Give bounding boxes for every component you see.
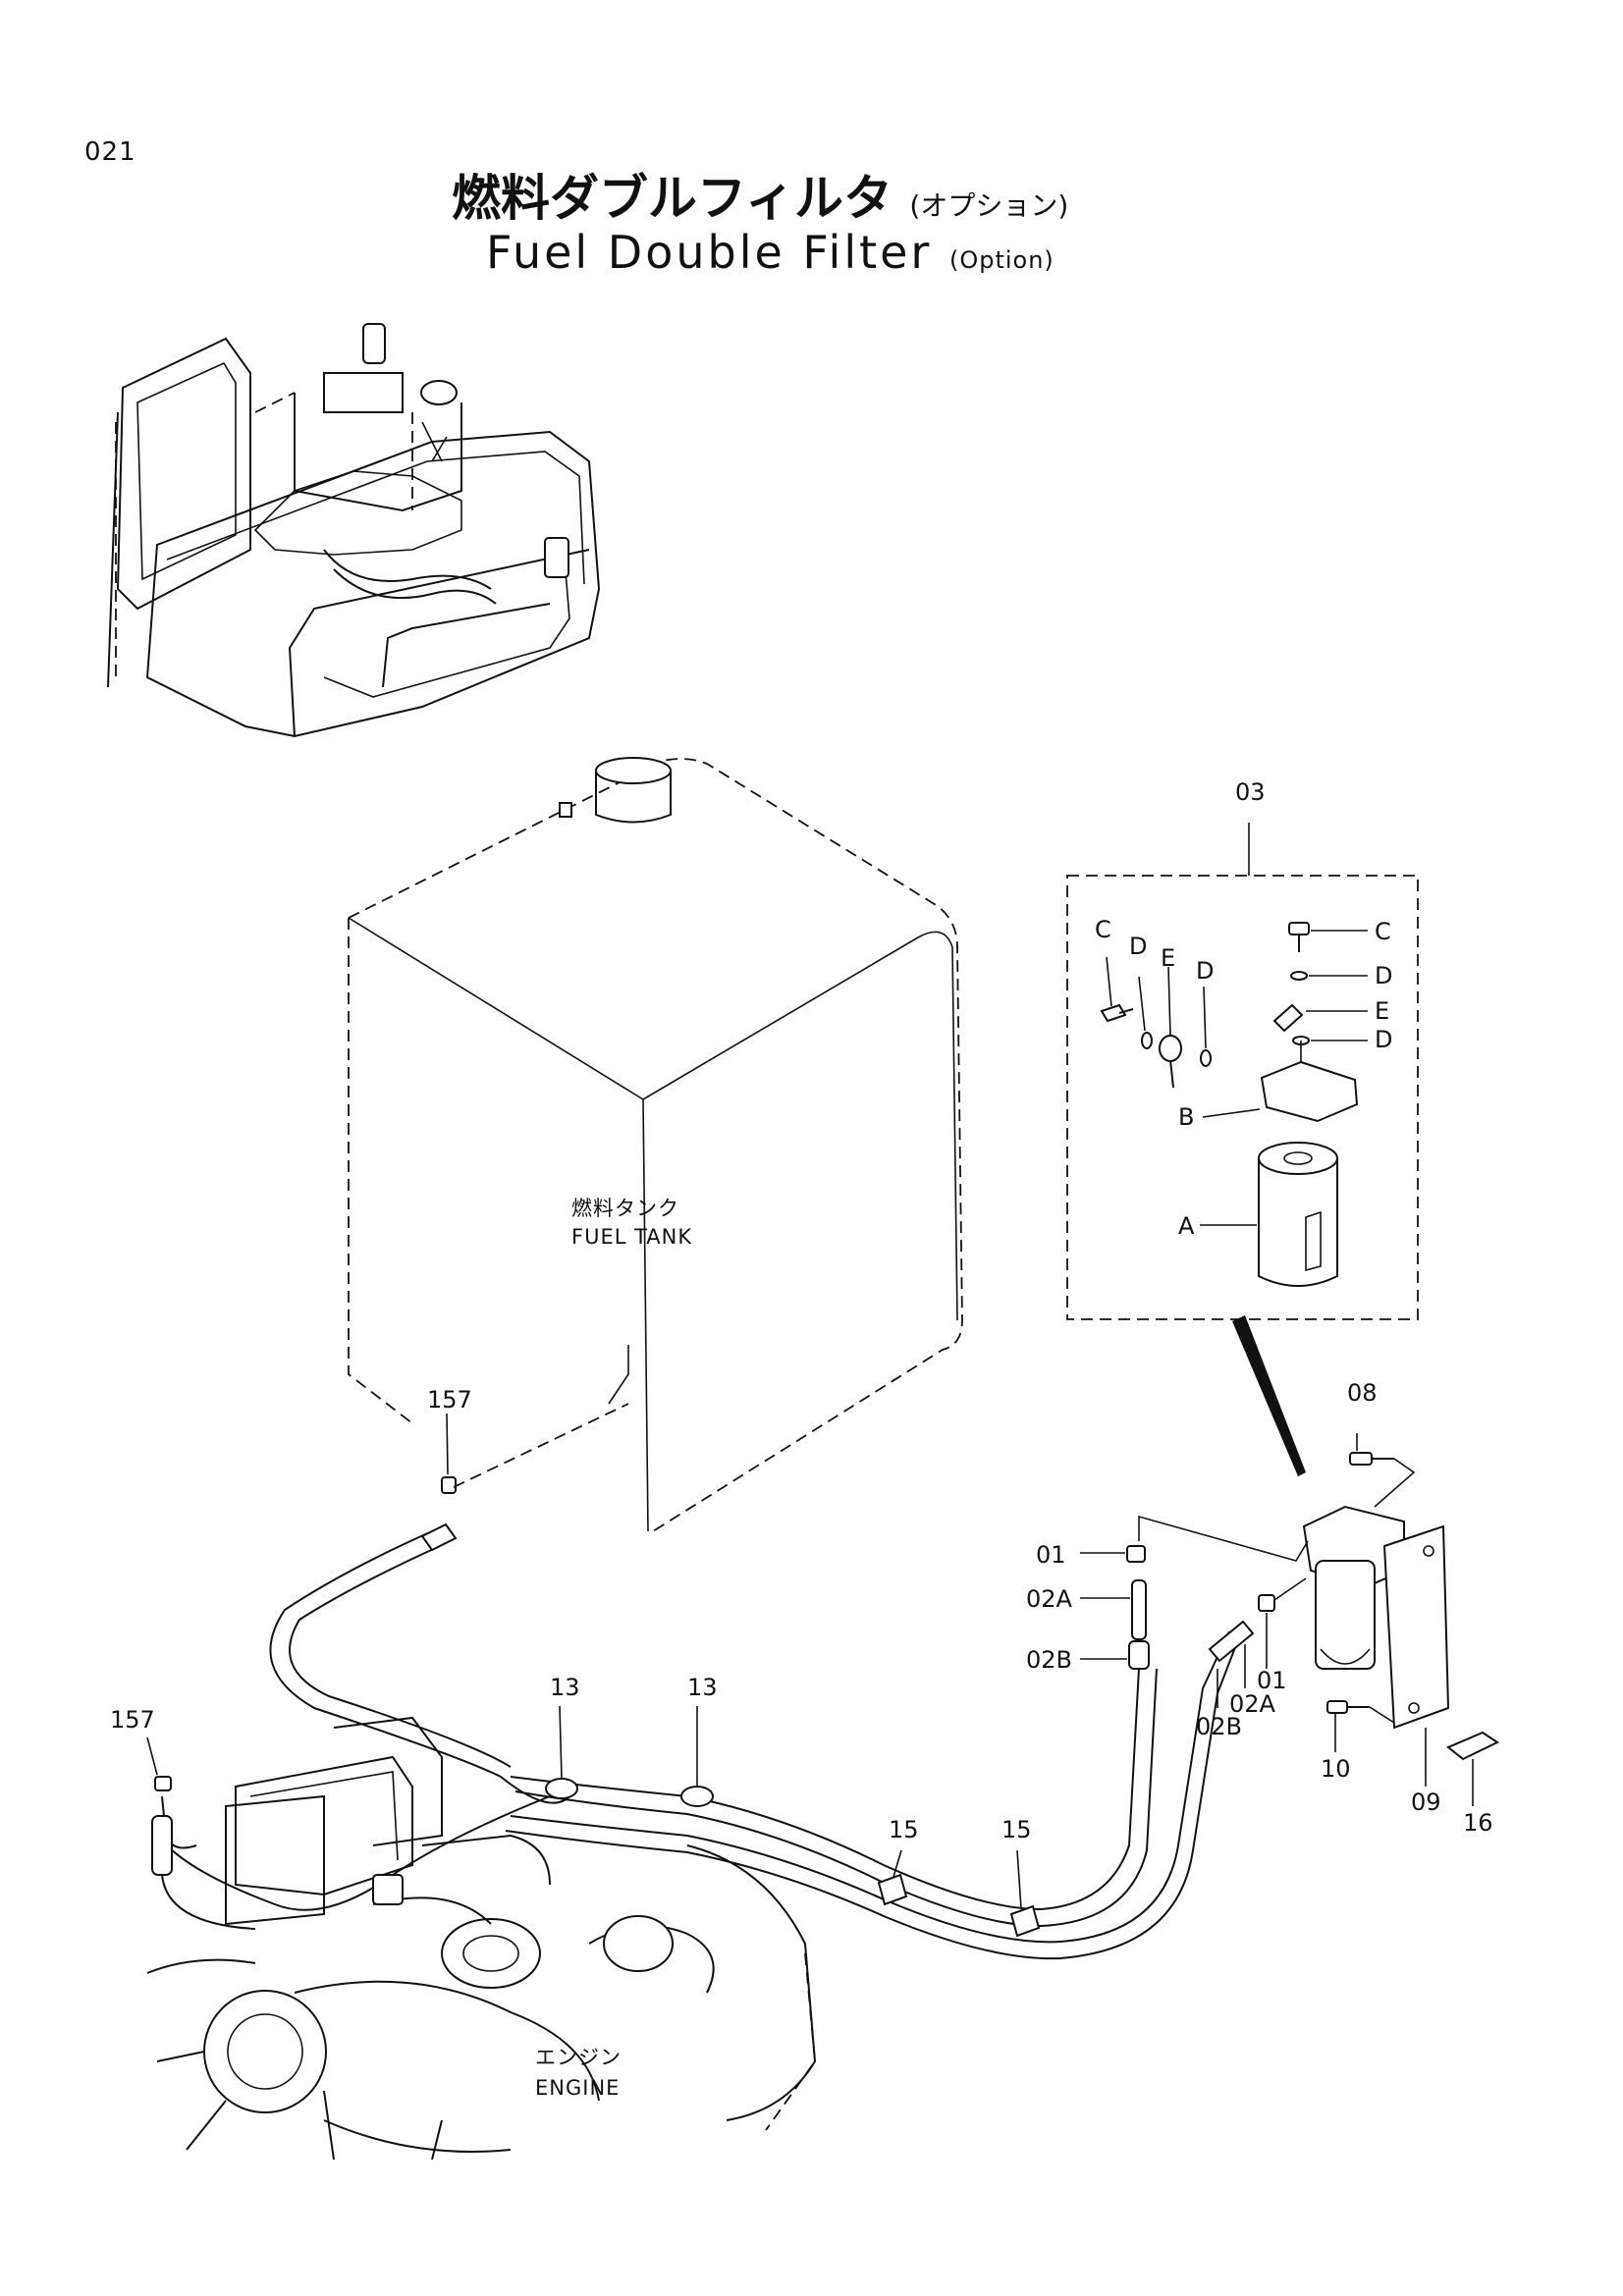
- callout-02b-left: 02B: [1026, 1646, 1073, 1674]
- callout-13-b: 13: [687, 1674, 718, 1701]
- title-english-option: (Option): [948, 246, 1055, 274]
- title-japanese: 燃料ダブルフィルタ (オプション): [452, 159, 1068, 230]
- fuel-tank-illustration: [348, 757, 963, 1532]
- callout-02a-right: 02A: [1229, 1690, 1275, 1718]
- title-japanese-main: 燃料ダブルフィルタ: [452, 170, 893, 227]
- engine-illustration: [146, 1716, 817, 2161]
- callout-a: A: [1178, 1212, 1195, 1240]
- callout-d-right-1: D: [1375, 962, 1393, 989]
- callout-e-right: E: [1375, 997, 1390, 1025]
- machine-overview-illustration: [107, 323, 601, 738]
- fuel-hoses: [166, 1403, 1309, 1960]
- callout-c-right: C: [1375, 918, 1391, 945]
- callout-b: B: [1178, 1103, 1195, 1131]
- title-english-main: Fuel Double Filter: [486, 226, 933, 279]
- callout-02a-left: 02A: [1026, 1585, 1072, 1613]
- callout-02b-right: 02B: [1196, 1713, 1243, 1740]
- callout-03: 03: [1235, 778, 1266, 806]
- engine-label-jp: エンジン: [535, 2046, 622, 2069]
- callout-157-left: 157: [110, 1706, 155, 1734]
- callout-157-top: 157: [427, 1386, 472, 1414]
- fuel-tank-label-en: FUEL TANK: [571, 1225, 693, 1249]
- callout-01-right: 01: [1257, 1667, 1287, 1694]
- callout-d-left-1: D: [1129, 933, 1148, 960]
- callout-15-b: 15: [1001, 1816, 1032, 1843]
- filter-assembly-detail-box: [1066, 823, 1419, 1476]
- fuel-tank-label-jp: 燃料タンク: [571, 1197, 679, 1220]
- callout-09: 09: [1411, 1789, 1441, 1816]
- callout-13-a: 13: [550, 1674, 580, 1701]
- callout-d-right-2: D: [1375, 1026, 1393, 1053]
- callout-08: 08: [1347, 1379, 1378, 1407]
- page-number: 021: [84, 137, 136, 167]
- callout-16: 16: [1463, 1809, 1493, 1837]
- callout-d-left-2: D: [1196, 957, 1215, 985]
- title-english: Fuel Double Filter (Option): [486, 226, 1055, 279]
- callout-c-left: C: [1095, 916, 1111, 943]
- callout-10: 10: [1321, 1755, 1351, 1783]
- callout-e-left: E: [1161, 944, 1176, 972]
- engine-label-en: ENGINE: [535, 2076, 621, 2100]
- callout-15-a: 15: [889, 1816, 919, 1843]
- installed-filter-and-bracket: [1302, 1433, 1500, 1806]
- title-japanese-option: (オプション): [909, 189, 1069, 222]
- callout-01-left: 01: [1036, 1541, 1066, 1569]
